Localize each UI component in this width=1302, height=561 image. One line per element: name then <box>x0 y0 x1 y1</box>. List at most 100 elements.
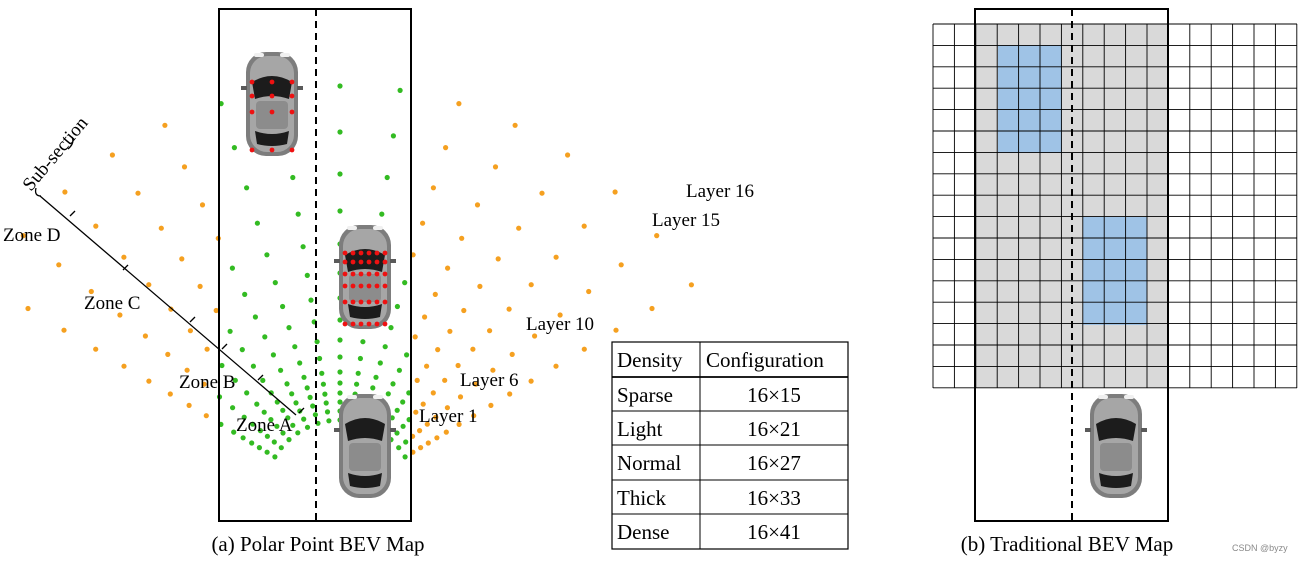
polar-point <box>284 381 290 387</box>
vehicle-point <box>269 147 275 153</box>
polar-point <box>455 362 461 369</box>
vehicle-point <box>342 283 348 289</box>
polar-point <box>557 312 563 318</box>
polar-point <box>93 346 99 352</box>
polar-point <box>425 440 431 446</box>
polar-point <box>187 328 193 334</box>
polar-point <box>433 414 439 420</box>
polar-point <box>424 363 430 369</box>
vehicle-point <box>374 321 380 327</box>
vehicle-point <box>374 259 380 265</box>
polar-point <box>418 445 424 451</box>
polar-point <box>337 337 343 343</box>
layer-16-label: Layer 16 <box>686 181 754 202</box>
polar-point <box>146 378 152 384</box>
polar-point <box>323 400 329 406</box>
vehicle-point <box>382 321 388 327</box>
vehicle-point <box>350 299 356 305</box>
polar-point <box>271 439 277 445</box>
table-cell: Light <box>617 417 663 441</box>
table-cell: Sparse <box>617 383 673 407</box>
polar-point <box>168 306 174 312</box>
polar-point <box>310 403 316 409</box>
caption-a: (a) Polar Point BEV Map <box>211 532 424 556</box>
polar-point <box>158 225 164 231</box>
polar-point <box>432 291 438 297</box>
vehicle-point <box>382 250 388 256</box>
polar-point <box>490 367 496 373</box>
polar-point <box>280 407 286 413</box>
ego-vehicle-right <box>1085 394 1147 498</box>
polar-point <box>322 391 328 397</box>
polar-point <box>280 303 286 310</box>
layer-1-label: Layer 1 <box>419 406 478 427</box>
polar-point <box>274 423 280 429</box>
vehicle-point <box>382 271 388 277</box>
polar-point <box>320 381 326 387</box>
polar-point <box>379 211 385 217</box>
vehicle-point <box>342 250 348 256</box>
polar-point <box>278 367 284 373</box>
vehicle-point <box>249 93 255 99</box>
polar-point <box>396 367 402 373</box>
polar-point <box>471 413 477 419</box>
vehicle-point <box>358 250 364 256</box>
table-cell: 16×41 <box>747 520 801 544</box>
polar-point-map: Sub-section Zone A Zone B Zone C Zone D … <box>3 8 754 556</box>
polar-point <box>528 378 534 384</box>
polar-point <box>456 421 462 427</box>
polar-point <box>135 190 141 196</box>
polar-point <box>413 409 419 415</box>
polar-point <box>417 428 423 434</box>
vehicle-point <box>358 299 364 305</box>
polar-point <box>201 381 207 387</box>
polar-point <box>404 352 410 358</box>
polar-point <box>539 190 545 196</box>
polar-point <box>109 152 115 158</box>
traditional-bev-map: (b) Traditional BEV Map <box>932 8 1298 556</box>
polar-point <box>337 380 343 386</box>
polar-point <box>360 339 366 345</box>
polar-point <box>337 129 343 135</box>
vehicle-point <box>366 259 372 265</box>
vehicle-point <box>269 79 275 85</box>
polar-point <box>424 421 430 427</box>
polar-point <box>581 346 587 352</box>
zone-axis-line <box>39 195 297 416</box>
polar-point <box>396 445 402 451</box>
polar-point <box>297 360 303 366</box>
polar-point <box>314 339 320 345</box>
vehicle-point <box>366 250 372 256</box>
polar-point <box>308 297 314 303</box>
polar-point <box>612 189 618 195</box>
polar-point <box>337 369 343 375</box>
table-cell: 16×33 <box>747 486 801 510</box>
vehicle-point <box>342 321 348 327</box>
polar-point <box>249 440 255 446</box>
polar-point <box>301 374 307 380</box>
polar-point <box>319 370 325 376</box>
polar-point <box>402 280 408 286</box>
polar-point <box>232 377 238 383</box>
polar-point <box>488 402 494 408</box>
occupied-cell-block-middle <box>1083 217 1147 325</box>
polar-point <box>373 374 379 380</box>
polar-point <box>430 390 436 396</box>
caption-b: (b) Traditional BEV Map <box>961 532 1174 556</box>
polar-point <box>254 220 260 226</box>
polar-point <box>326 418 332 424</box>
polar-point <box>285 415 291 421</box>
polar-point <box>430 185 436 191</box>
watermark: CSDN @byzy <box>1232 543 1288 553</box>
polar-point <box>239 347 245 353</box>
polar-point <box>649 305 655 312</box>
polar-point <box>181 164 188 170</box>
polar-point <box>447 328 453 334</box>
polar-point <box>293 400 299 406</box>
polar-point <box>400 423 406 429</box>
polar-point <box>61 327 67 333</box>
vehicle-point <box>366 321 372 327</box>
vehicle-point <box>289 79 295 85</box>
polar-point <box>256 445 262 451</box>
polar-point <box>397 87 403 93</box>
